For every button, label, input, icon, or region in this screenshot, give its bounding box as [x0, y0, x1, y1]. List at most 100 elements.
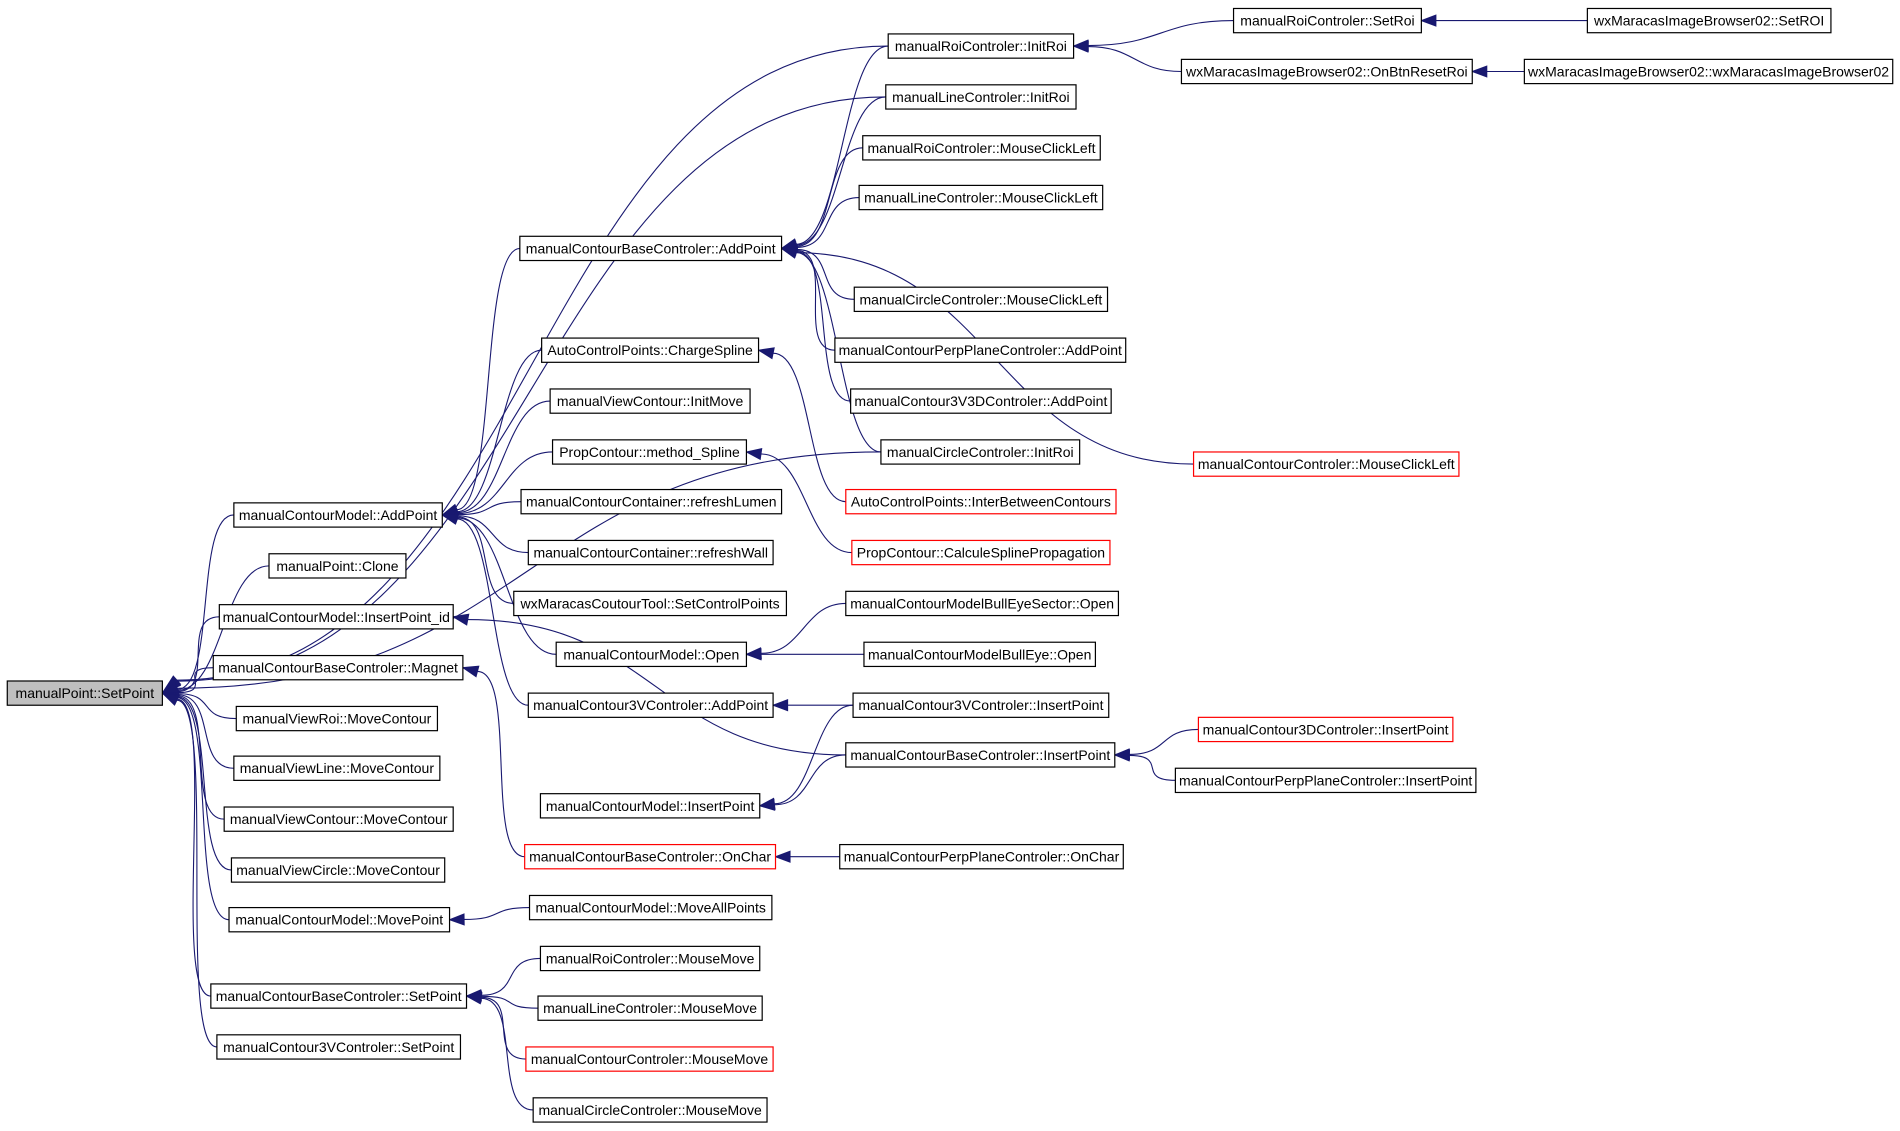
node-label: manualContour3VControler::InsertPoint: [858, 697, 1103, 713]
node-label: manualLineControler::InitRoi: [892, 89, 1069, 105]
node-mcirc-mousemove[interactable]: manualCircleControler::MouseMove: [532, 1097, 768, 1123]
node-mvcircle-movecontour[interactable]: manualViewCircle::MoveContour: [230, 857, 446, 883]
node-pc-methodspline[interactable]: PropContour::method_Spline: [551, 439, 748, 465]
node-mcmbes-open[interactable]: manualContourModelBullEyeSector::Open: [845, 590, 1120, 617]
node-pc-calculespline[interactable]: PropContour::CalculeSplinePropagation: [851, 539, 1111, 566]
node-wxmib-onbtnresetroi[interactable]: wxMaracasImageBrowser02::OnBtnResetRoi: [1180, 58, 1473, 85]
node-mcmbe-open[interactable]: manualContourModelBullEye::Open: [863, 641, 1097, 668]
node-box: [887, 33, 1075, 59]
node-box: [537, 995, 763, 1021]
node-label: manualContourControler::MouseClickLeft: [1198, 456, 1455, 472]
node-mroic-mouseclickleft[interactable]: manualRoiControler::MouseClickLeft: [862, 135, 1101, 161]
node-mvcontour-movecontour[interactable]: manualViewContour::MoveContour: [223, 806, 454, 832]
node-mlinec-mouseclickleft[interactable]: manualLineControler::MouseClickLeft: [858, 184, 1104, 211]
node-box: [532, 1097, 768, 1123]
node-mc3v3d-addpoint[interactable]: manualContour3V3DControler::AddPoint: [850, 388, 1112, 414]
node-mcm-moveallpoints[interactable]: manualContourModel::MoveAllPoints: [528, 894, 773, 921]
arrowhead-icon: [1072, 40, 1089, 53]
node-mcm-addpoint[interactable]: manualContourModel::AddPoint: [233, 502, 443, 528]
node-wxmct-setcontrolpoints[interactable]: wxMaracasCoutourTool::SetControlPoints: [513, 590, 788, 617]
node-mroic-mousemove[interactable]: manualRoiControler::MouseMove: [539, 945, 761, 972]
node-box: [845, 590, 1120, 617]
node-mcbc-setpoint[interactable]: manualContourBaseControler::SetPoint: [210, 983, 468, 1009]
node-mcbc-magnet[interactable]: manualContourBaseControler::Magnet: [212, 654, 464, 681]
node-mcontc-mousemove[interactable]: manualContourControler::MouseMove: [525, 1046, 774, 1072]
node-mroic-setroi[interactable]: manualRoiControler::SetRoi: [1232, 7, 1422, 34]
node-acp-chargespline[interactable]: AutoControlPoints::ChargeSpline: [541, 337, 760, 363]
node-mcm-movepoint[interactable]: manualContourModel::MovePoint: [228, 906, 451, 933]
edge-line: [464, 907, 530, 921]
node-mcbc-onchar[interactable]: manualContourBaseControler::OnChar: [524, 843, 777, 870]
node-mvc-initmove[interactable]: manualViewContour::InitMove: [549, 388, 751, 414]
node-label: wxMaracasImageBrowser02::wxMaracasImageB…: [1527, 63, 1889, 79]
node-box: [218, 604, 454, 630]
nodes-layer: manualPoint::SetPointmanualContourModel:…: [6, 7, 1894, 1123]
node-box: [6, 680, 163, 706]
edge-mroic-mouseclickleft-to-mcbc-addpoint: [780, 147, 863, 253]
node-box: [216, 1034, 462, 1060]
node-mcc-refreshlumen[interactable]: manualContourContainer::refreshLumen: [520, 488, 783, 515]
node-mcontc-mouseclickleft[interactable]: manualContourControler::MouseClickLeft: [1192, 451, 1460, 477]
edge-wxmib-setroi-to-mroic-setroi: [1419, 14, 1588, 27]
node-root[interactable]: manualPoint::SetPoint: [6, 680, 163, 706]
node-mlinec-mousemove[interactable]: manualLineControler::MouseMove: [537, 995, 763, 1021]
node-label: manualRoiControler::MouseMove: [546, 950, 755, 966]
edge-mcm-open-to-mcm-addpoint: [440, 511, 557, 655]
node-box: [1180, 58, 1473, 85]
node-acp-interbetween[interactable]: AutoControlPoints::InterBetweenContours: [845, 488, 1117, 515]
node-label: wxMaracasCoutourTool::SetControlPoints: [520, 595, 780, 611]
arrowhead-icon: [758, 798, 776, 811]
edge-line: [456, 349, 542, 513]
node-box: [851, 539, 1111, 566]
node-mcppc-insertpoint[interactable]: manualContourPerpPlaneControler::InsertP…: [1174, 767, 1477, 794]
edge-mcbc-addpoint-to-mcm-addpoint: [440, 247, 520, 516]
node-label: manualContourBaseControler::AddPoint: [526, 240, 776, 256]
edge-line: [176, 693, 237, 720]
node-mcbc-insertpoint[interactable]: manualContourBaseControler::InsertPoint: [845, 742, 1116, 768]
node-mcppc-onchar[interactable]: manualContourPerpPlaneControler::OnChar: [839, 843, 1124, 870]
node-mcbc-addpoint[interactable]: manualContourBaseControler::AddPoint: [519, 235, 783, 262]
arrowhead-icon: [461, 665, 480, 678]
arrowhead-icon: [745, 648, 762, 661]
edge-line: [760, 602, 846, 654]
node-box: [539, 793, 761, 819]
node-mc3v-setpoint[interactable]: manualContour3VControler::SetPoint: [216, 1034, 462, 1060]
node-mp-clone[interactable]: manualPoint::Clone: [268, 553, 407, 579]
node-mcppc-addpoint[interactable]: manualContourPerpPlaneControler::AddPoin…: [834, 337, 1127, 363]
node-mroic-initroi[interactable]: manualRoiControler::InitRoi: [887, 33, 1075, 59]
node-mc3v-addpoint[interactable]: manualContour3VControler::AddPoint: [527, 692, 774, 718]
node-mcm-open[interactable]: manualContourModel::Open: [555, 641, 748, 668]
node-mcirc-initroi[interactable]: manualCircleControler::InitRoi: [880, 439, 1081, 465]
node-mvline-movecontour[interactable]: manualViewLine::MoveContour: [233, 755, 441, 781]
node-wxmib-ctor[interactable]: wxMaracasImageBrowser02::wxMaracasImageB…: [1523, 58, 1894, 85]
node-box: [1197, 716, 1454, 743]
node-box: [513, 590, 788, 617]
node-mc3d-insertpoint[interactable]: manualContour3DControler::InsertPoint: [1197, 716, 1454, 743]
edge-line: [760, 453, 852, 554]
node-mvroi-movecontour[interactable]: manualViewRoi::MoveContour: [235, 705, 439, 732]
node-label: manualContourModel::InsertPoint_id: [223, 609, 450, 625]
node-label: manualContour3DControler::InsertPoint: [1203, 721, 1449, 737]
node-mcm-insertpoint-id[interactable]: manualContourModel::InsertPoint_id: [218, 604, 454, 630]
node-mcc-refreshwall[interactable]: manualContourContainer::refreshWall: [527, 539, 774, 566]
edge-line: [481, 995, 539, 1009]
edge-line: [796, 45, 889, 245]
node-mcm-insertpoint[interactable]: manualContourModel::InsertPoint: [539, 793, 761, 819]
node-box: [1586, 7, 1832, 34]
edge-mcbc-onchar-to-mcbc-magnet: [461, 665, 525, 858]
edge-mcppc-onchar-to-mcbc-onchar: [774, 850, 840, 863]
edge-line: [176, 695, 225, 820]
arrowhead-icon: [774, 850, 791, 863]
node-wxmib-setroi[interactable]: wxMaracasImageBrowser02::SetROI: [1586, 7, 1832, 34]
node-mlinec-initroi[interactable]: manualLineControler::InitRoi: [885, 84, 1077, 110]
node-mc3v-insertpoint[interactable]: manualContour3VControler::InsertPoint: [852, 692, 1110, 718]
node-label: manualContourModel::MoveAllPoints: [536, 900, 766, 916]
arrowhead-icon: [160, 692, 181, 706]
node-label: manualContourPerpPlaneControler::InsertP…: [1179, 772, 1472, 788]
node-mcirc-mouseclickleft[interactable]: manualCircleControler::MouseClickLeft: [853, 286, 1109, 313]
edge-mcbc-insertpoint-to-mcm-insertpoint: [758, 754, 846, 811]
arrowhead-icon: [448, 913, 465, 926]
edge-line: [796, 96, 886, 246]
edge-line: [456, 518, 529, 706]
node-box: [853, 286, 1109, 313]
